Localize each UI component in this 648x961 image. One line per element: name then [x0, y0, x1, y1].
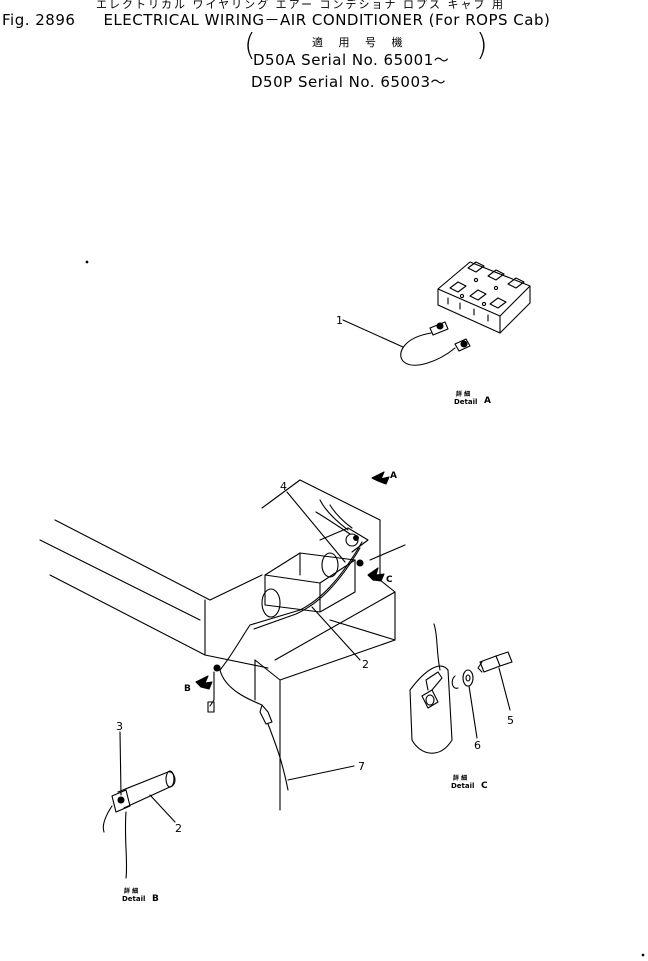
left-paren: ( [244, 28, 256, 63]
figure-number: Fig. 2896 [2, 11, 76, 29]
svg-text:詳 細: 詳 細 [124, 887, 138, 895]
callout-7: 7 [358, 760, 365, 773]
right-paren: ) [476, 28, 488, 63]
leader-4 [286, 491, 346, 563]
callout-6: 6 [474, 739, 481, 752]
serial-d50p: D50P Serial No. 65003～ [251, 73, 447, 91]
leader-2-detail [149, 794, 176, 823]
callout-2-main: 2 [362, 658, 369, 671]
callout-3: 3 [116, 720, 123, 733]
figure-title-line: Fig. 2896 ELECTRICAL WIRING－AIR CONDITION… [2, 9, 550, 30]
harness-routing [207, 499, 364, 791]
leader-5 [498, 667, 511, 711]
svg-text:Detail: Detail [451, 782, 474, 790]
figure-title: ELECTRICAL WIRING－AIR CONDITIONER (For R… [103, 11, 551, 29]
leader-7 [287, 765, 355, 781]
svg-text:Detail: Detail [454, 398, 477, 406]
svg-text:Detail: Detail [122, 895, 145, 903]
callout-1: 1 [336, 314, 343, 327]
detail-a-label: 詳 細 Detail A [454, 390, 491, 406]
detail-b-label: 詳 細 Detail B [122, 887, 159, 904]
detail-c-bracket [409, 623, 453, 754]
svg-text:C: C [481, 781, 488, 791]
leader-6 [468, 685, 478, 739]
detail-a-ground-wire [400, 321, 471, 366]
svg-text:C: C [386, 575, 393, 585]
svg-text:B: B [152, 894, 159, 904]
japanese-title: エレクトリカル ワイヤリング エアー コンデショナ ロプス キャブ 用 [96, 0, 505, 11]
stray-dot-corner [641, 953, 645, 957]
callout-5: 5 [507, 714, 514, 727]
main-cab-structure [39, 479, 406, 811]
detail-a-terminal-block [437, 261, 531, 334]
stray-dot [85, 260, 89, 264]
serial-d50a: D50A Serial No. 65001～ [253, 51, 450, 69]
applicable-models-jp: 適 用 号 機 [312, 36, 409, 49]
svg-text:B: B [184, 684, 191, 694]
view-arrow-a: A [371, 471, 397, 485]
detail-c-bolt [477, 651, 513, 673]
view-arrow-c-main: C [367, 567, 393, 585]
view-arrow-b: B [184, 675, 213, 694]
svg-text:A: A [390, 471, 397, 481]
detail-c-washer [451, 669, 474, 689]
svg-text:A: A [484, 396, 491, 406]
detail-c-label: 詳 細 Detail C [451, 774, 488, 791]
leader-3 [119, 731, 122, 796]
callout-4: 4 [280, 480, 287, 493]
leader-2-main [311, 606, 361, 661]
detail-b-clamp [102, 770, 176, 879]
svg-text:詳 細: 詳 細 [456, 390, 470, 398]
callout-2-detail: 2 [175, 822, 182, 835]
svg-text:詳 細: 詳 細 [453, 774, 467, 782]
leader-1 [342, 319, 404, 348]
